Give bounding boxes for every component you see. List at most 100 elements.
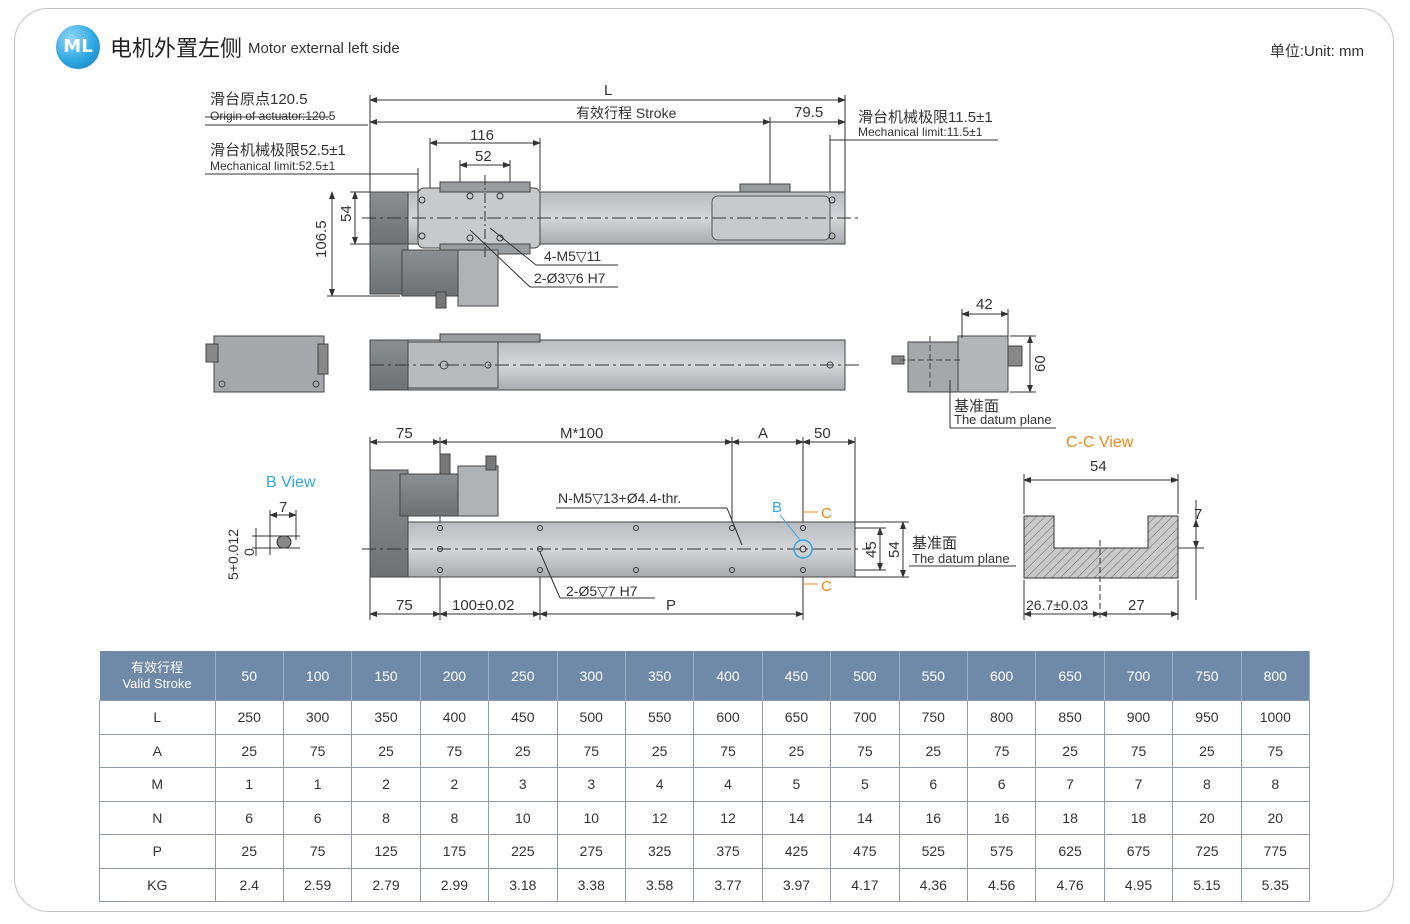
stroke-header: 200	[420, 651, 490, 701]
b-view-title: B View	[266, 474, 316, 491]
table-cell: 8	[1172, 767, 1242, 802]
dim-7-cc: 7	[1194, 506, 1202, 523]
table-cell: 5.15	[1172, 867, 1242, 902]
table-cell: 16	[966, 800, 1037, 835]
table-cell: 850	[1035, 700, 1105, 735]
table-cell: 75	[1103, 733, 1174, 768]
table-cell: 900	[1103, 700, 1174, 735]
stroke-header: 550	[899, 651, 968, 701]
table-cell: 75	[693, 733, 763, 768]
table-cell: 5.35	[1240, 867, 1311, 902]
stroke-header: 300	[557, 651, 626, 701]
d3-callout: 2-Ø3▽6 H7	[534, 270, 606, 286]
table-cell: 3.58	[624, 867, 695, 902]
table-cell: 5	[761, 767, 832, 802]
table-cell: 75	[830, 733, 900, 768]
table-cell: 225	[488, 834, 558, 869]
origin-label-en: Origin of actuator:120.5	[210, 109, 336, 123]
table-header-label: 有效行程 Valid Stroke	[99, 651, 216, 701]
table-cell: 300	[282, 700, 353, 735]
table-cell: 2.79	[351, 867, 421, 902]
dim-45: 45	[863, 541, 880, 558]
table-cell: 10	[488, 800, 558, 835]
table-cell: 800	[966, 700, 1037, 735]
series-badge: ML	[56, 25, 100, 69]
table-cell: 14	[830, 800, 900, 835]
mech-left-label-cn: 滑台机械极限52.5±1	[210, 142, 346, 159]
stroke-header: 350	[625, 651, 695, 701]
table-cell: 3	[556, 767, 626, 802]
table-cell: 2.99	[419, 867, 490, 902]
stroke-header: 750	[1172, 651, 1242, 701]
dim-54-bottom: 54	[886, 541, 903, 558]
dim-75-bottom: 75	[396, 597, 413, 614]
table-cell: 75	[282, 834, 353, 869]
top-view-labels: 滑台原点120.5 Origin of actuator:120.5 滑台机械极…	[210, 82, 993, 286]
header-cn: 有效行程	[130, 660, 183, 676]
table-cell: 650	[761, 700, 832, 735]
table-cell: 25	[488, 733, 558, 768]
table-cell: 25	[1172, 733, 1242, 768]
dim-54-cc: 54	[1090, 458, 1107, 475]
table-cell: 4	[624, 767, 695, 802]
stroke-header: 450	[762, 651, 832, 701]
mech-right-label-en: Mechanical limit:11.5±1	[858, 125, 983, 139]
origin-label-cn: 滑台原点120.5	[210, 91, 308, 108]
table-cell: 18	[1035, 800, 1105, 835]
dim-54-top: 54	[338, 205, 355, 222]
table-cell: 4.36	[898, 867, 968, 902]
dim-L: L	[604, 82, 612, 99]
table-cell: 20	[1240, 800, 1311, 835]
table-cell: 16	[898, 800, 968, 835]
table-cell: 75	[556, 733, 626, 768]
table-cell: 2	[419, 767, 490, 802]
b-view-labels: B View 7 5+0.012 0	[225, 474, 316, 580]
table-cell: 3.38	[556, 867, 626, 902]
table-cell: 12	[624, 800, 695, 835]
table-cell: 3.97	[761, 867, 832, 902]
row-label: N	[99, 800, 216, 835]
row-label: M	[99, 767, 216, 802]
table-cell: 350	[351, 700, 421, 735]
table-cell: 75	[282, 733, 353, 768]
dim-42: 42	[976, 296, 993, 313]
stroke-header: 500	[830, 651, 900, 701]
dim-60: 60	[1032, 355, 1049, 372]
table-cell: 8	[1240, 767, 1311, 802]
dim-52: 52	[475, 148, 492, 165]
table-cell: 8	[419, 800, 490, 835]
table-cell: 275	[556, 834, 626, 869]
table-cell: 525	[898, 834, 968, 869]
table-cell: 125	[351, 834, 421, 869]
table-cell: 10	[556, 800, 626, 835]
m5-callout: 4-M5▽11	[544, 248, 601, 264]
dim-106-5: 106.5	[313, 220, 330, 258]
table-cell: 25	[214, 733, 284, 768]
table-cell: 425	[761, 834, 832, 869]
dim-A: A	[758, 425, 768, 442]
table-cell: 75	[966, 733, 1037, 768]
mech-left-label-en: Mechanical limit:52.5±1	[210, 159, 336, 173]
tol-0: 0	[241, 548, 257, 556]
d5-callout: 2-Ø5▽7 H7	[566, 583, 638, 599]
table-cell: 5	[830, 767, 900, 802]
table-cell: 25	[761, 733, 832, 768]
row-label: A	[99, 733, 216, 768]
table-cell: 2	[351, 767, 421, 802]
table-cell: 25	[1035, 733, 1105, 768]
dim-116: 116	[470, 127, 494, 144]
table-cell: 4.17	[830, 867, 900, 902]
table-cell: 1000	[1240, 700, 1311, 735]
table-cell: 25	[351, 733, 421, 768]
stroke-header: 700	[1104, 651, 1174, 701]
top-view	[205, 95, 998, 309]
nm5-callout: N-M5▽13+Ø4.4-thr.	[558, 490, 681, 506]
table-cell: 550	[624, 700, 695, 735]
table-cell: 1	[282, 767, 353, 802]
stroke-header: 100	[283, 651, 353, 701]
